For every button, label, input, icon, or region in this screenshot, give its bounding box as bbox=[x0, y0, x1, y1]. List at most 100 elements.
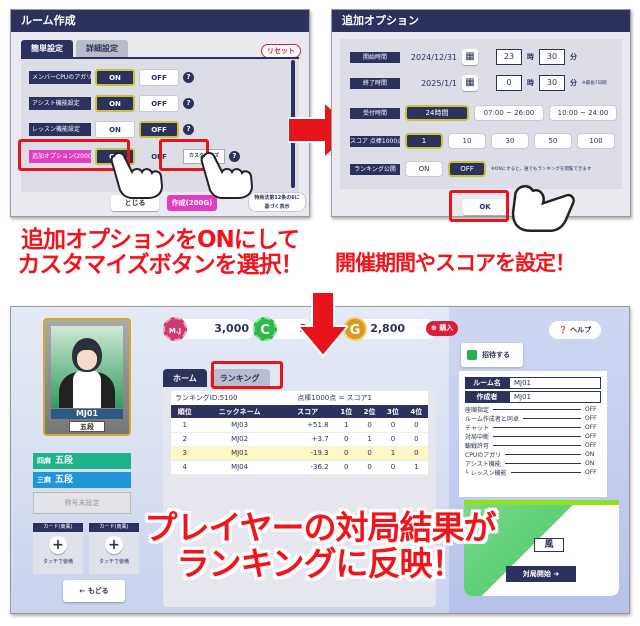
end-time-row: 終了時間 2025/1/1 ▦ 0 時 30 分 ※最長7日間 bbox=[350, 75, 607, 91]
score-rate: 点棒1000点 = スコア1 bbox=[297, 394, 373, 402]
cell-name: MJ01 bbox=[198, 446, 281, 461]
card-slot-east[interactable]: カード(東風) +タッチで装備 bbox=[33, 523, 83, 574]
buy-button[interactable]: ⊕ 購入 bbox=[426, 321, 459, 336]
reception-option-10-24[interactable]: 10:00 ~ 24:00 bbox=[549, 105, 617, 121]
setting-key: アシスト機能 bbox=[465, 461, 501, 468]
off-toggle[interactable]: OFF bbox=[151, 152, 167, 161]
end-hour-input[interactable]: 0 bbox=[496, 75, 522, 91]
help-label: ヘルプ bbox=[570, 326, 592, 334]
reset-button[interactable]: リセット bbox=[261, 44, 301, 58]
cell-p1: 0 bbox=[334, 432, 358, 447]
score-option-10[interactable]: 10 bbox=[448, 133, 486, 149]
legal-notice-button[interactable]: 特商法第12条の6に 基づく表示 bbox=[248, 192, 306, 212]
highlight-additional-option bbox=[18, 139, 130, 171]
ok-button[interactable]: OK bbox=[462, 199, 508, 215]
setting-row-cpu-win: メンバーCPUのアガリ ON OFF ? bbox=[29, 69, 194, 86]
pointing-hand-icon bbox=[511, 185, 575, 232]
start-minute-input[interactable]: 30 bbox=[539, 49, 565, 65]
cell-rank: 1 bbox=[171, 418, 199, 433]
pointing-hand-icon bbox=[110, 152, 164, 199]
caption-step1: 追加オプションをONにして カスタマイズボタンを選択！ bbox=[10, 228, 310, 278]
cell-p2: 0 bbox=[357, 460, 382, 475]
reception-option-24h[interactable]: 24時間 bbox=[405, 105, 469, 121]
help-button[interactable]: ❓ ヘルプ bbox=[549, 321, 601, 339]
ranking-meta: ランキングID:5100 点棒1000点 = スコア1 bbox=[171, 391, 428, 405]
score-option-30[interactable]: 30 bbox=[491, 133, 529, 149]
tab-home[interactable]: ホーム bbox=[163, 369, 207, 388]
ranking-public-on[interactable]: ON bbox=[405, 161, 443, 177]
tab-ranking[interactable]: ランキング bbox=[209, 369, 270, 388]
setting-row-lesson: レッスン機能設定 ON OFF ? bbox=[29, 121, 194, 138]
setting-value: OFF bbox=[585, 415, 597, 422]
player-name: MJ01 bbox=[51, 409, 123, 419]
score-option-100[interactable]: 100 bbox=[577, 133, 615, 149]
setting-label: メンバーCPUのアガリ bbox=[29, 71, 91, 84]
score-option-50[interactable]: 50 bbox=[534, 133, 572, 149]
cell-p2: 0 bbox=[357, 446, 382, 461]
cell-p2: 1 bbox=[357, 432, 382, 447]
cell-p4: 0 bbox=[404, 418, 428, 433]
highlight-ranking-tab bbox=[211, 361, 283, 389]
on-toggle[interactable]: ON bbox=[95, 121, 135, 138]
cell-p4: 0 bbox=[404, 432, 428, 447]
cell-p3: 0 bbox=[381, 418, 405, 433]
table-row-current-player: 3 MJ01 -19.3 0 0 1 0 bbox=[171, 446, 428, 461]
card-slot-south[interactable]: カード(南風) +タッチで装備 bbox=[89, 523, 139, 574]
help-icon[interactable]: ? bbox=[183, 98, 194, 109]
help-icon[interactable]: ? bbox=[183, 124, 194, 135]
cell-name: MJ04 bbox=[198, 460, 281, 475]
off-toggle[interactable]: OFF bbox=[139, 95, 179, 112]
caption-line: プレイヤーの対局結果が bbox=[144, 508, 496, 547]
calendar-icon[interactable]: ▦ bbox=[462, 75, 478, 91]
ranking-id: ランキングID:5100 bbox=[175, 394, 238, 402]
touch-hint: タッチで装備 bbox=[42, 559, 73, 565]
cell-score: -36.2 bbox=[280, 460, 335, 475]
on-toggle[interactable]: ON bbox=[95, 69, 135, 86]
title-slot[interactable]: 称号未設定 bbox=[33, 492, 131, 514]
start-match-button[interactable]: 対局開始 ➜ bbox=[506, 566, 576, 582]
col-3rd: 3位 bbox=[381, 405, 405, 418]
invite-button[interactable]: 招待する bbox=[461, 343, 523, 367]
off-toggle[interactable]: OFF bbox=[139, 121, 179, 138]
setting-value: OFF bbox=[585, 424, 597, 431]
setting-value: OFF bbox=[585, 433, 597, 440]
score-label: スコア 点棒1000点= bbox=[350, 135, 400, 147]
creator-value: MJ01 bbox=[509, 391, 601, 403]
cell-p3: 1 bbox=[381, 446, 405, 461]
start-hour-input[interactable]: 23 bbox=[496, 49, 522, 65]
tab-simple-settings[interactable]: 簡単設定 bbox=[21, 40, 73, 57]
setting-key: ルーム作成者と同卓 bbox=[465, 416, 519, 423]
line-icon bbox=[467, 350, 477, 360]
player-card[interactable]: MJ01 五段 bbox=[43, 318, 131, 436]
on-toggle[interactable]: ON bbox=[95, 95, 135, 112]
tab-detail-settings[interactable]: 詳細設定 bbox=[76, 40, 128, 57]
window-title: ルーム作成 bbox=[11, 10, 309, 32]
ranking-public-off[interactable]: OFF bbox=[448, 161, 486, 177]
cell-p1: 1 bbox=[334, 418, 358, 433]
table-row: 1 MJ03 +51.8 1 0 0 0 bbox=[171, 418, 428, 433]
mj-coin-balance: 3,000 bbox=[171, 319, 255, 339]
calendar-icon[interactable]: ▦ bbox=[462, 49, 478, 65]
help-icon[interactable]: ? bbox=[228, 151, 240, 162]
create-button[interactable]: 作成(200G) bbox=[167, 195, 217, 211]
reception-label: 受付時間 bbox=[350, 107, 400, 119]
off-toggle[interactable]: OFF bbox=[139, 69, 179, 86]
ranking-public-note: ※ONにすると、誰でもランキングを閲覧できます bbox=[491, 167, 592, 172]
mode-label: 三麻 bbox=[37, 476, 51, 484]
back-button[interactable]: ← もどる bbox=[63, 580, 125, 602]
setting-label: レッスン機能設定 bbox=[29, 123, 91, 136]
max-duration-note: ※最長7日間 bbox=[582, 81, 607, 86]
reception-option-7-26[interactable]: 07:00 ~ 26:00 bbox=[474, 105, 544, 121]
help-icon[interactable]: ? bbox=[183, 72, 194, 83]
cell-p1: 0 bbox=[334, 446, 358, 461]
end-minute-input[interactable]: 30 bbox=[539, 75, 565, 91]
col-1st: 1位 bbox=[334, 405, 358, 418]
start-time-row: 開始時間 2024/12/31 ▦ 23 時 30 分 bbox=[350, 49, 577, 65]
setting-label: 追加オプション(200G) bbox=[29, 150, 91, 163]
avatar bbox=[51, 326, 123, 408]
end-date: 2025/1/1 bbox=[421, 78, 457, 88]
score-option-1[interactable]: 1 bbox=[405, 133, 443, 149]
